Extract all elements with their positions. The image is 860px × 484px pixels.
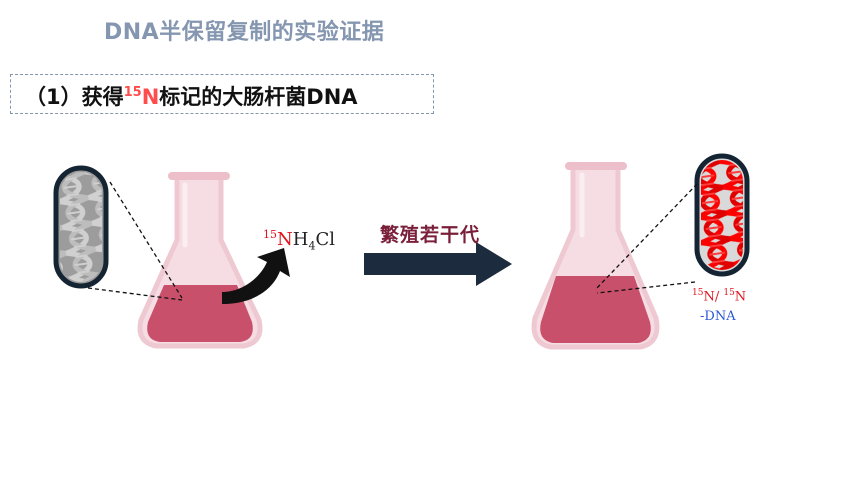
flask-right-liquid xyxy=(540,276,651,343)
bacterium-gray-dna-icon xyxy=(53,165,109,289)
page-title: DNA半保留复制的实验证据 xyxy=(104,20,385,45)
reagent-formula-a: H xyxy=(292,229,309,250)
step-prefix: （1）获得 xyxy=(25,85,124,109)
step-suffix: 标记的大肠杆菌DNA xyxy=(159,85,358,109)
zoom-line-right-top xyxy=(594,183,698,291)
isotope-label: 15N xyxy=(124,85,160,109)
reagent-formula: 15NH4Cl xyxy=(263,228,335,253)
product-mass2: 15 xyxy=(723,288,735,298)
step-heading-box: （1）获得15N标记的大肠杆菌DNA xyxy=(10,74,434,114)
curved-arrow-icon xyxy=(222,248,290,304)
product-label-line1: 15N/ 15N xyxy=(692,288,746,304)
product-n1: N/ xyxy=(703,289,724,305)
reagent-sub: 4 xyxy=(308,239,316,253)
isotope-symbol: N xyxy=(141,85,160,109)
zoom-line-left-top xyxy=(109,181,183,299)
process-label: 繁殖若干代 xyxy=(380,224,481,246)
reagent-symbol: N xyxy=(277,229,293,250)
reagent-formula-b: Cl xyxy=(315,229,335,250)
reagent-isotope: 15N xyxy=(263,228,293,250)
product-label-line2: -DNA xyxy=(700,309,736,324)
zoom-line-left-bottom xyxy=(87,287,183,301)
bacterium-red-dna-icon xyxy=(694,153,750,277)
product-n2: N xyxy=(734,289,747,305)
zoom-line-right-bottom xyxy=(596,281,696,294)
flask-left xyxy=(137,172,263,349)
product-mass1: 15 xyxy=(692,288,704,298)
isotope-mass: 15 xyxy=(123,85,142,100)
right-arrow-icon xyxy=(364,242,512,286)
step-heading: （1）获得15N标记的大肠杆菌DNA xyxy=(25,81,358,111)
reagent-mass: 15 xyxy=(263,228,277,241)
flask-left-rim xyxy=(168,172,230,180)
flask-right-rim xyxy=(565,162,627,170)
flask-right xyxy=(531,162,660,350)
